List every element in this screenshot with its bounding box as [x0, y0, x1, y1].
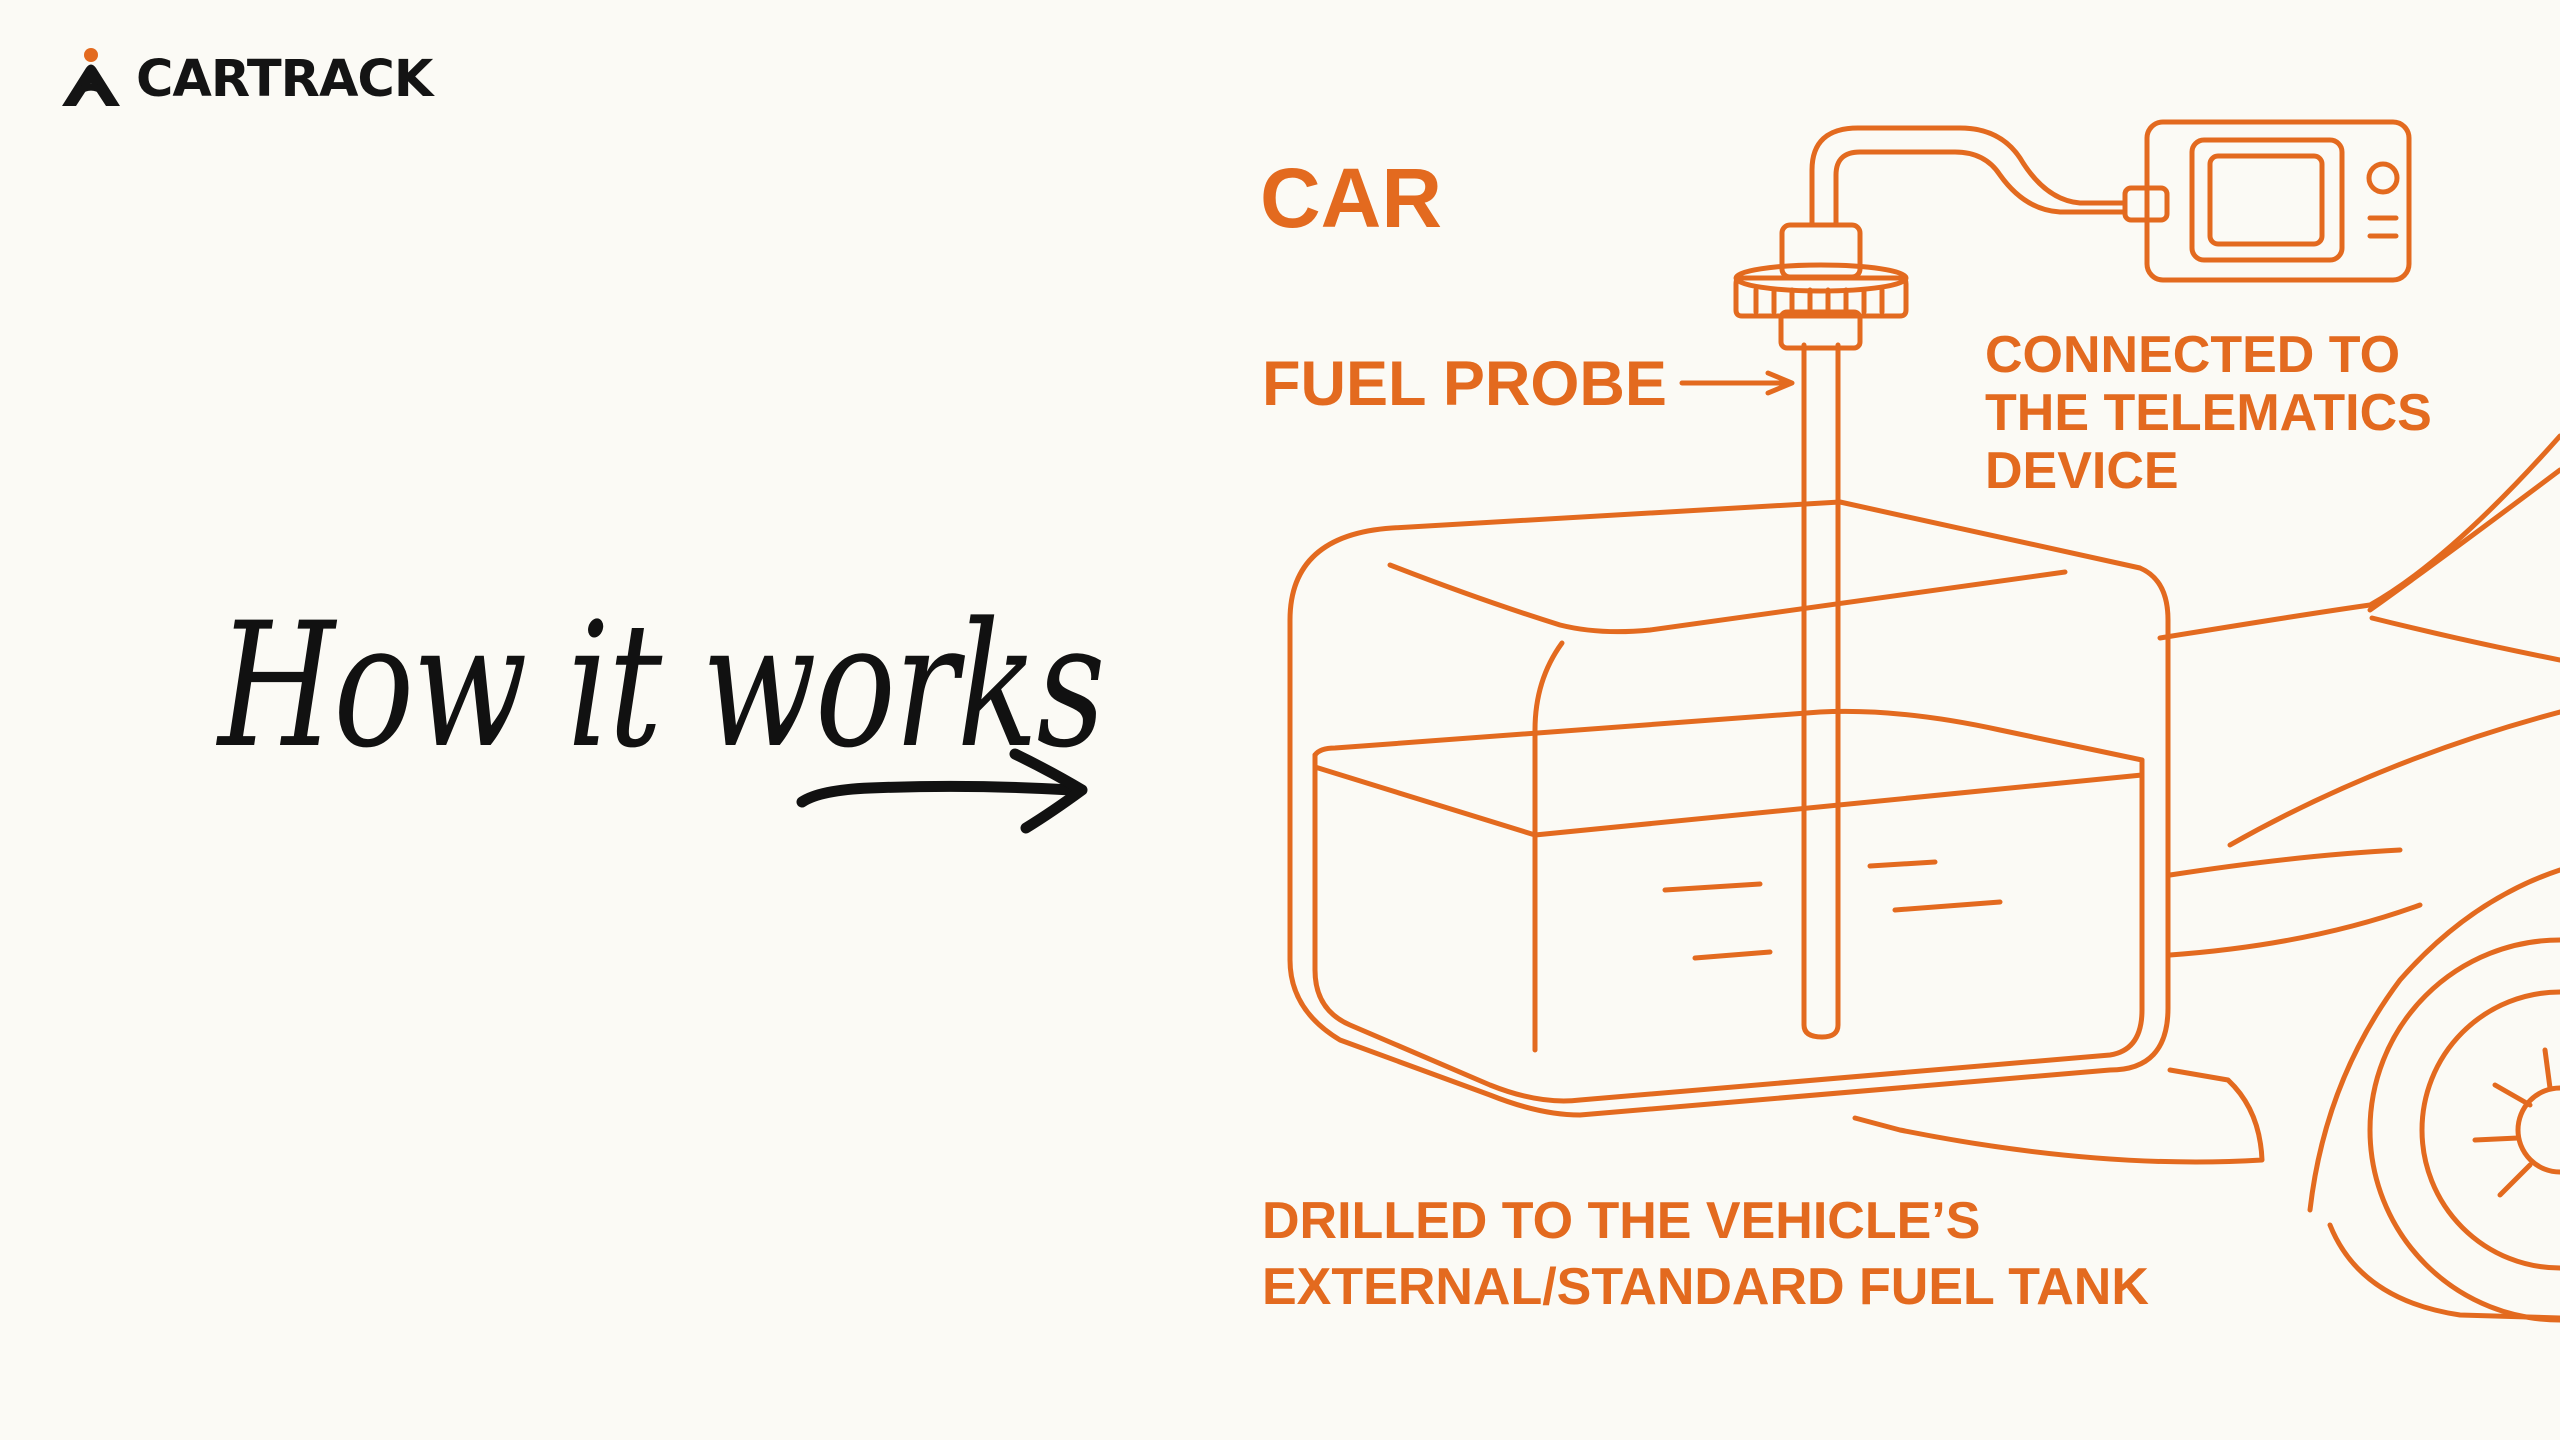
brand-logo: CARTRACK — [56, 46, 433, 112]
connected-label: CONNECTED TO THE TELEMATICS DEVICE — [1985, 326, 2432, 500]
car-label: CAR — [1260, 151, 1442, 245]
cartrack-logo-icon — [62, 48, 120, 106]
brand-name: CARTRACK — [136, 49, 433, 109]
page-title: How it works — [218, 585, 1105, 786]
drilled-label: DRILLED TO THE VEHICLE’S EXTERNAL/STANDA… — [1262, 1192, 2149, 1316]
fuel-tank — [1287, 499, 2171, 1118]
car-outline — [1852, 433, 2560, 1323]
pointer-arrow-icon — [796, 748, 1088, 834]
fuel-probe — [1733, 125, 2170, 1040]
fuel-probe-label: FUEL PROBE — [1262, 349, 1667, 419]
telematics-device — [2144, 119, 2412, 283]
